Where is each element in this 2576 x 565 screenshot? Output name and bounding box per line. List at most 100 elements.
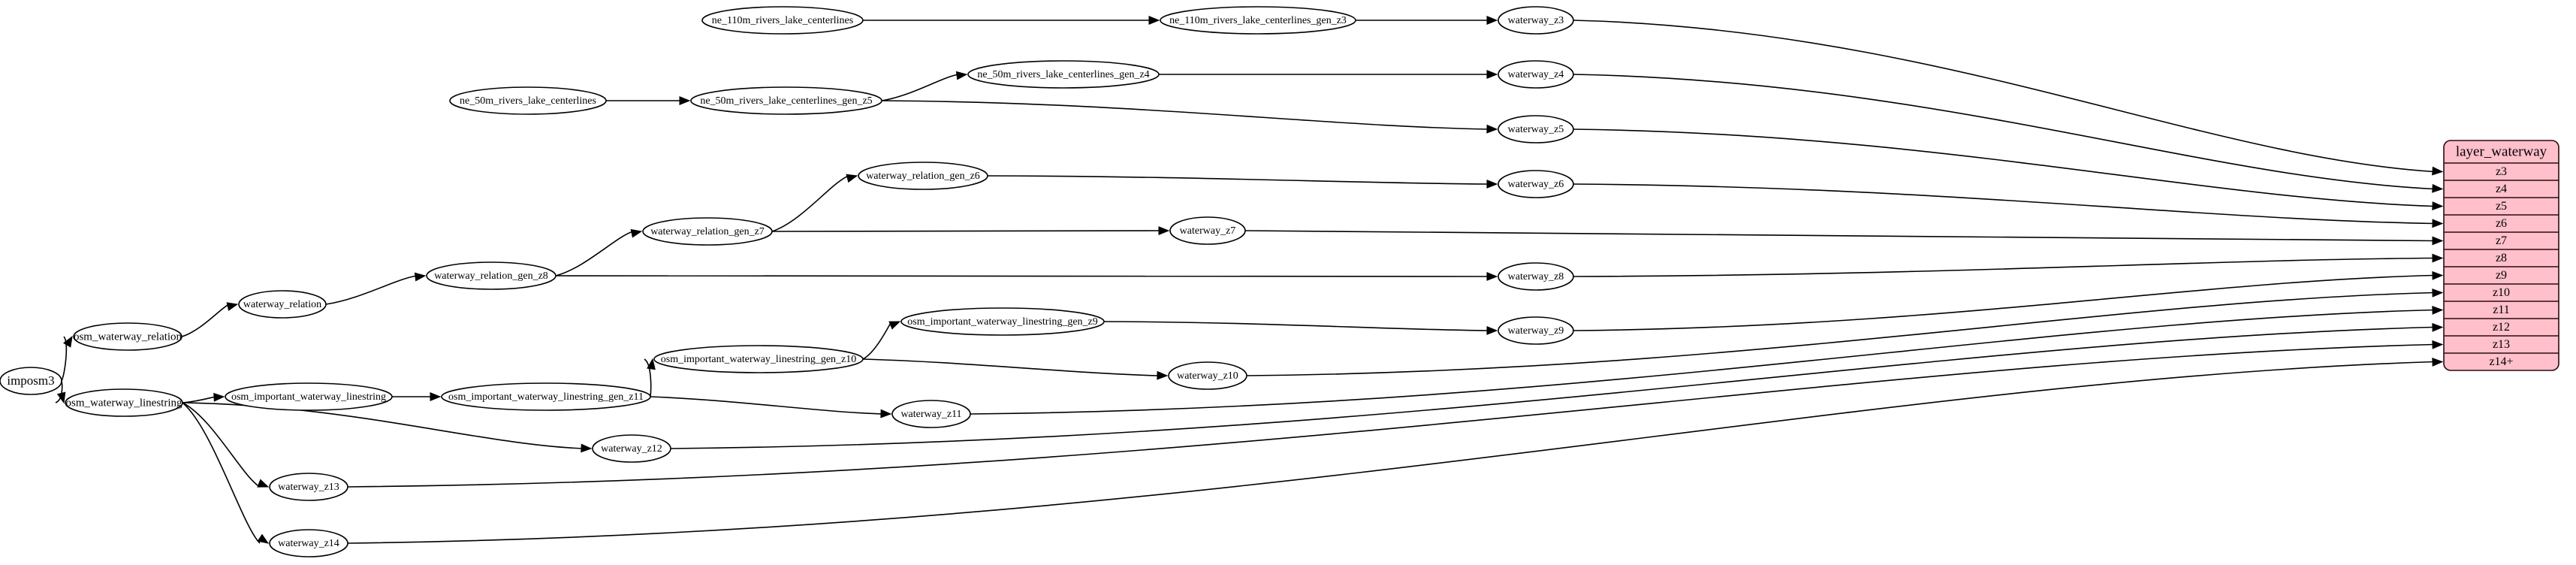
node-waterway_z13[interactable]: waterway_z13 bbox=[269, 473, 348, 501]
node-label-osm_important_waterway_linestring_gen_z11: osm_important_waterway_linestring_gen_z1… bbox=[448, 391, 644, 403]
node-osm_waterway_relation[interactable]: osm_waterway_relation bbox=[73, 322, 182, 351]
record-row-z8[interactable]: z8 bbox=[2496, 252, 2507, 264]
node-shape[interactable] bbox=[1168, 361, 1247, 390]
node-osm_important_waterway_linestring_gen_z10[interactable]: osm_important_waterway_linestring_gen_z1… bbox=[653, 345, 864, 373]
node-shape[interactable] bbox=[642, 217, 773, 246]
node-ne_110m_rivers_lake_centerlines_gen_z3[interactable]: ne_110m_rivers_lake_centerlines_gen_z3 bbox=[1160, 6, 1356, 35]
node-waterway_relation_gen_z7[interactable]: waterway_relation_gen_z7 bbox=[642, 217, 773, 246]
edge-arrowhead bbox=[1148, 16, 1160, 25]
node-shape[interactable] bbox=[653, 345, 864, 373]
record-row-z4[interactable]: z4 bbox=[2496, 183, 2507, 195]
edge-arrowhead bbox=[213, 392, 225, 402]
edge-osm_waterway_linestring-to-waterway_z13 bbox=[182, 402, 270, 488]
node-shape[interactable] bbox=[1498, 262, 1574, 291]
node-shape[interactable] bbox=[701, 6, 864, 35]
node-label-waterway_z11: waterway_z11 bbox=[900, 409, 961, 420]
node-shape[interactable] bbox=[1160, 6, 1356, 35]
node-osm_waterway_linestring[interactable]: osm_waterway_linestring bbox=[65, 388, 183, 417]
record-row-z14+[interactable]: z14+ bbox=[2489, 355, 2513, 368]
node-label-waterway_z12: waterway_z12 bbox=[601, 443, 662, 455]
node-shape[interactable] bbox=[1498, 6, 1574, 35]
edge-arrowhead bbox=[2432, 219, 2444, 228]
node-shape[interactable] bbox=[225, 382, 393, 411]
edge-arrowhead bbox=[581, 443, 593, 453]
node-shape[interactable] bbox=[269, 529, 348, 557]
record-row-z5[interactable]: z5 bbox=[2496, 200, 2507, 213]
node-label-waterway_relation: waterway_relation bbox=[243, 299, 321, 310]
node-waterway_z10[interactable]: waterway_z10 bbox=[1168, 361, 1247, 390]
node-waterway_relation_gen_z8[interactable]: waterway_relation_gen_z8 bbox=[426, 261, 557, 290]
edge-line bbox=[1573, 20, 2435, 173]
node-waterway_z9[interactable]: waterway_z9 bbox=[1498, 316, 1574, 345]
edge-arrowhead bbox=[846, 174, 858, 183]
edge-line bbox=[862, 358, 1160, 376]
node-imposm3[interactable]: imposm3 bbox=[0, 367, 62, 395]
node-waterway_z12[interactable]: waterway_z12 bbox=[592, 434, 671, 463]
edge-waterway_z6-to-layer_waterway-z6 bbox=[1573, 183, 2444, 228]
node-shape[interactable] bbox=[269, 473, 348, 501]
edge-waterway_relation-to-waterway_relation_gen_z8 bbox=[325, 272, 427, 305]
edge-ne_50m_rivers_lake_centerlines_gen_z4-to-waterway_z4 bbox=[1159, 70, 1498, 79]
node-waterway_z11[interactable]: waterway_z11 bbox=[891, 400, 971, 428]
node-shape[interactable] bbox=[73, 322, 182, 351]
edge-osm_waterway_linestring-to-osm_important_waterway_linestring bbox=[182, 392, 225, 403]
edge-arrowhead bbox=[2432, 236, 2444, 246]
node-waterway_relation_gen_z6[interactable]: waterway_relation_gen_z6 bbox=[858, 162, 988, 190]
node-shape[interactable] bbox=[441, 382, 651, 411]
record-row-z12[interactable]: z12 bbox=[2493, 321, 2510, 334]
node-waterway_relation[interactable]: waterway_relation bbox=[238, 290, 327, 319]
node-waterway_z4[interactable]: waterway_z4 bbox=[1498, 60, 1574, 89]
node-ne_50m_rivers_lake_centerlines[interactable]: ne_50m_rivers_lake_centerlines bbox=[449, 86, 607, 115]
edge-osm_waterway_relation-to-waterway_relation bbox=[181, 302, 239, 337]
node-waterway_z8[interactable]: waterway_z8 bbox=[1498, 262, 1574, 291]
node-ne_50m_rivers_lake_centerlines_gen_z4[interactable]: ne_50m_rivers_lake_centerlines_gen_z4 bbox=[967, 60, 1160, 89]
node-shape[interactable] bbox=[0, 367, 62, 395]
record-row-z6[interactable]: z6 bbox=[2496, 217, 2507, 230]
node-shape[interactable] bbox=[967, 60, 1160, 89]
node-shape[interactable] bbox=[891, 400, 971, 428]
edge-line bbox=[862, 321, 892, 360]
node-shape[interactable] bbox=[690, 86, 882, 115]
edge-waterway_relation_gen_z6-to-waterway_z6 bbox=[987, 175, 1498, 189]
record-node-layer-waterway[interactable]: layer_waterwayz3z4z5z6z7z8z9z10z11z12z13… bbox=[2443, 140, 2559, 371]
edge-arrowhead bbox=[1157, 370, 1169, 380]
record-layer: layer_waterwayz3z4z5z6z7z8z9z10z11z12z13… bbox=[2443, 140, 2559, 371]
edge-ne_110m_rivers_lake_centerlines_gen_z3-to-waterway_z3 bbox=[1356, 16, 1498, 25]
node-ne_110m_rivers_lake_centerlines[interactable]: ne_110m_rivers_lake_centerlines bbox=[701, 6, 864, 35]
record-row-z11[interactable]: z11 bbox=[2493, 304, 2510, 316]
node-shape[interactable] bbox=[1498, 115, 1574, 144]
node-label-osm_important_waterway_linestring: osm_important_waterway_linestring bbox=[231, 391, 386, 403]
node-shape[interactable] bbox=[426, 261, 557, 290]
record-row-z10[interactable]: z10 bbox=[2493, 286, 2510, 299]
node-waterway_z5[interactable]: waterway_z5 bbox=[1498, 115, 1574, 144]
record-row-z13[interactable]: z13 bbox=[2493, 338, 2510, 351]
edge-arrowhead bbox=[880, 409, 892, 418]
node-label-waterway_z14: waterway_z14 bbox=[278, 538, 339, 549]
node-shape[interactable] bbox=[592, 434, 671, 463]
node-shape[interactable] bbox=[1498, 316, 1574, 345]
node-shape[interactable] bbox=[238, 290, 327, 319]
node-label-waterway_z10: waterway_z10 bbox=[1177, 370, 1238, 382]
node-osm_important_waterway_linestring[interactable]: osm_important_waterway_linestring bbox=[225, 382, 393, 411]
edge-osm_important_waterway_linestring_gen_z10-to-osm_important_waterway_linestring_gen_z9 bbox=[862, 321, 901, 360]
node-shape[interactable] bbox=[1169, 216, 1246, 245]
node-waterway_z6[interactable]: waterway_z6 bbox=[1498, 170, 1574, 198]
node-shape[interactable] bbox=[449, 86, 607, 115]
record-row-z9[interactable]: z9 bbox=[2496, 269, 2507, 282]
node-waterway_z3[interactable]: waterway_z3 bbox=[1498, 6, 1574, 35]
node-waterway_z14[interactable]: waterway_z14 bbox=[269, 529, 348, 557]
node-osm_important_waterway_linestring_gen_z9[interactable]: osm_important_waterway_linestring_gen_z9 bbox=[900, 307, 1105, 336]
node-shape[interactable] bbox=[65, 388, 183, 417]
node-osm_important_waterway_linestring_gen_z11[interactable]: osm_important_waterway_linestring_gen_z1… bbox=[441, 382, 651, 411]
node-shape[interactable] bbox=[900, 307, 1105, 336]
node-shape[interactable] bbox=[1498, 170, 1574, 198]
record-row-z7[interactable]: z7 bbox=[2496, 234, 2507, 247]
node-ne_50m_rivers_lake_centerlines_gen_z5[interactable]: ne_50m_rivers_lake_centerlines_gen_z5 bbox=[690, 86, 882, 115]
node-shape[interactable] bbox=[1498, 60, 1574, 89]
node-shape[interactable] bbox=[858, 162, 988, 190]
node-label-waterway_relation_gen_z6: waterway_relation_gen_z6 bbox=[866, 171, 980, 182]
edge-arrowhead bbox=[2432, 288, 2444, 298]
node-waterway_z7[interactable]: waterway_z7 bbox=[1169, 216, 1246, 245]
record-row-z3[interactable]: z3 bbox=[2496, 165, 2507, 178]
